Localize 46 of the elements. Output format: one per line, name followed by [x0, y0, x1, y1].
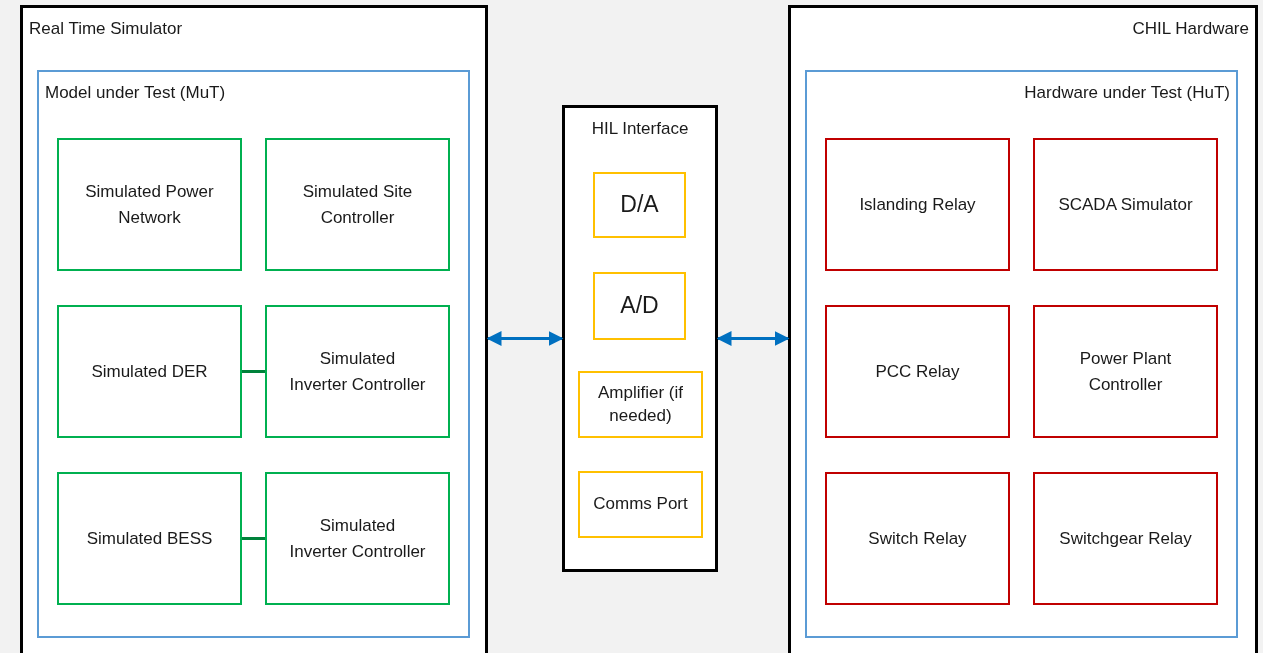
hardware-box — [825, 138, 1010, 271]
process-box — [57, 138, 242, 271]
group-title: Model under Test (MuT) — [45, 82, 226, 104]
system-box — [788, 5, 1258, 653]
component-box — [593, 172, 686, 238]
box-label: Comms Port — [593, 493, 688, 516]
hardware-box — [825, 305, 1010, 438]
group-title: HIL Interface — [590, 118, 690, 140]
group-box — [37, 70, 470, 638]
double-arrow — [716, 331, 790, 346]
box-label: Simulated Inverter Controller — [289, 348, 426, 396]
component-box — [593, 272, 686, 340]
group-title: Hardware under Test (HuT) — [1024, 82, 1230, 104]
process-box — [57, 472, 242, 605]
double-arrow — [486, 331, 564, 346]
box-label: PCC Relay — [875, 360, 960, 383]
box-label: Simulated Inverter Controller — [289, 515, 426, 563]
box-label: Power Plant Controller — [1078, 348, 1173, 396]
group-box — [805, 70, 1238, 638]
hardware-box — [1033, 305, 1218, 438]
box-label: D/A — [620, 190, 659, 220]
connector-line — [242, 537, 265, 540]
connector-line — [242, 370, 265, 373]
group-title: Real Time Simulator — [29, 18, 183, 40]
system-box — [562, 105, 718, 572]
hardware-box — [1033, 472, 1218, 605]
box-label: SCADA Simulator — [1058, 193, 1193, 216]
component-box — [578, 371, 703, 438]
box-label: Amplifier (if needed) — [597, 381, 684, 427]
box-label: Simulated Site Controller — [301, 181, 414, 229]
box-label: A/D — [620, 291, 659, 321]
box-label: Switchgear Relay — [1059, 527, 1192, 550]
hardware-box — [825, 472, 1010, 605]
box-label: Switch Relay — [868, 527, 967, 550]
box-label: Simulated DER — [91, 360, 208, 383]
component-box — [578, 471, 703, 538]
hardware-box — [1033, 138, 1218, 271]
process-box — [265, 138, 450, 271]
process-box — [265, 472, 450, 605]
group-title: CHIL Hardware — [1132, 18, 1249, 40]
process-box — [57, 305, 242, 438]
system-box — [20, 5, 488, 653]
process-box — [265, 305, 450, 438]
box-label: Islanding Relay — [859, 193, 976, 216]
box-label: Simulated Power Network — [84, 181, 215, 229]
box-label: Simulated BESS — [86, 527, 213, 550]
